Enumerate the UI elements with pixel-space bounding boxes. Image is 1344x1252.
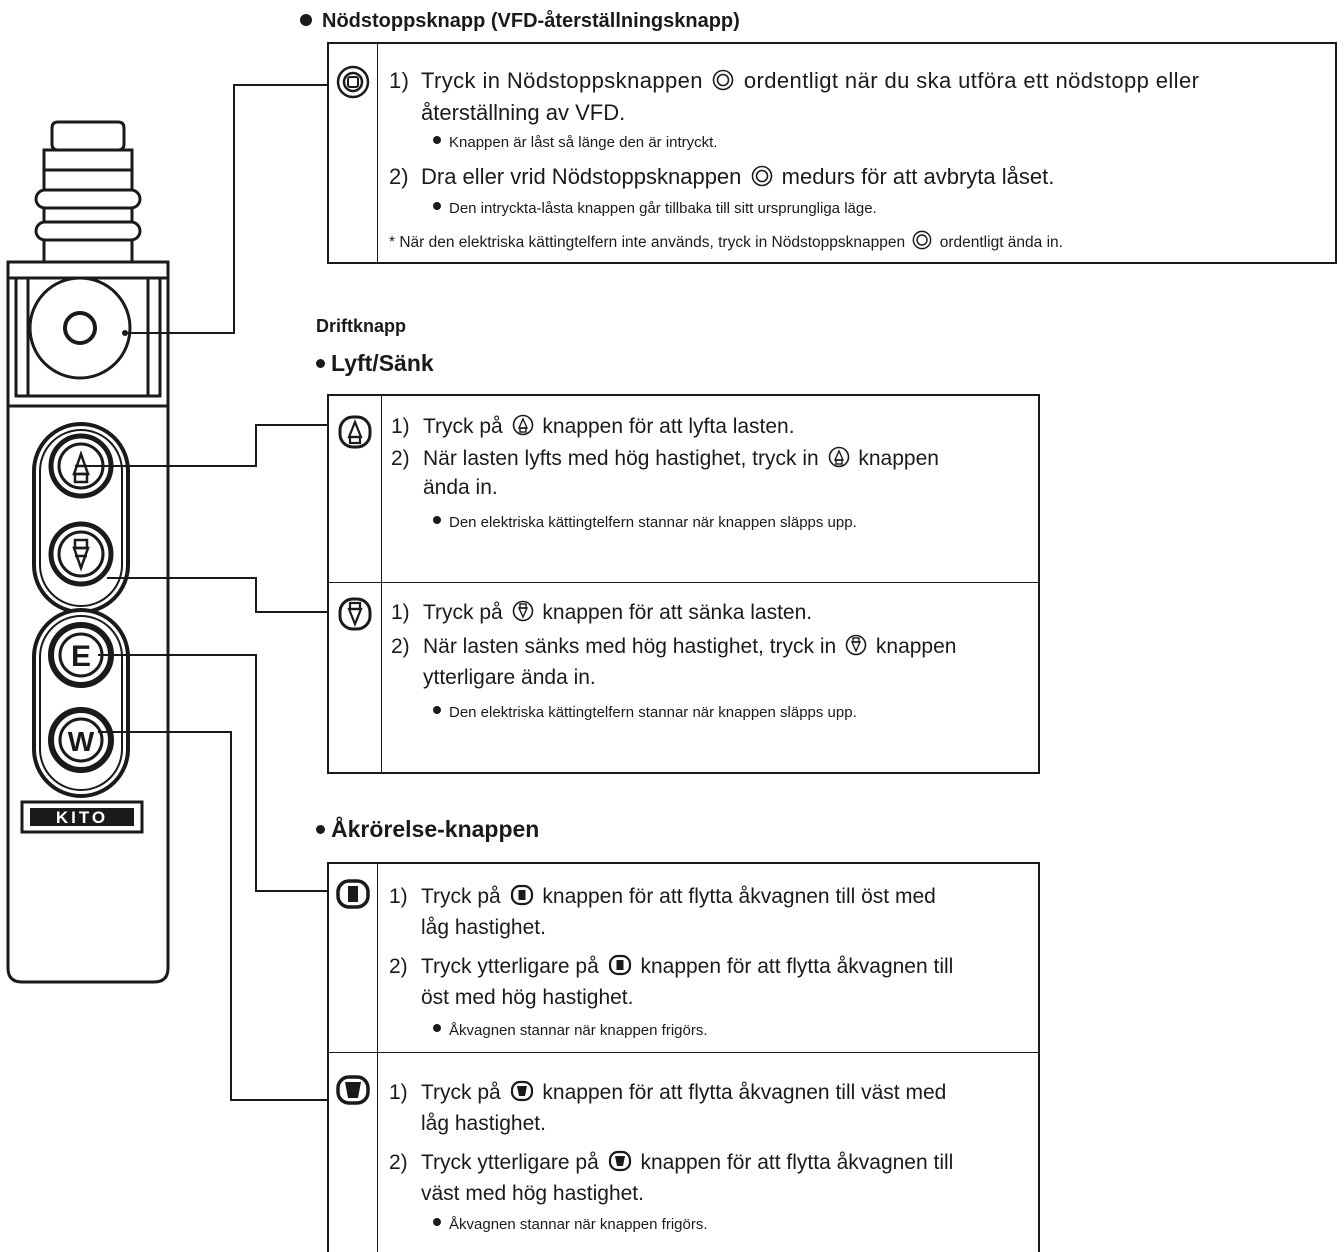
up-inline-icon: [828, 446, 850, 474]
operation-heading: Driftknapp: [316, 316, 406, 336]
pendant-hoist-buttons: [32, 422, 130, 614]
up-inline-icon: [512, 414, 534, 442]
down-inline-icon: [512, 600, 534, 628]
east-inline-icon: [510, 884, 534, 912]
pendant-cable-grip: [34, 120, 142, 264]
pendant-w-label: W: [68, 726, 95, 757]
emergency-item1-line2: återställning av VFD.: [421, 100, 626, 125]
east-note: Åkvagnen stannar när knappen frigörs.: [433, 1022, 708, 1039]
pendant-e-label: E: [71, 640, 91, 673]
bullet-icon: [300, 14, 312, 26]
trolley-panel: 1)Tryck på knappen för att flytta åkvagn…: [327, 862, 1040, 1252]
hoist-heading: Lyft/Sänk: [316, 350, 434, 377]
hoist-panel: 1)Tryck på knappen för att lyfta lasten.…: [327, 394, 1040, 774]
west-button-icon: [335, 1074, 371, 1111]
emergency-item1-line1: 1)Tryck in Nödstoppsknappen ordentligt n…: [389, 68, 1199, 97]
down-arrow-button-icon: [337, 596, 373, 637]
pendant-trolley-buttons: [32, 608, 130, 798]
emergency-panel: 1)Tryck in Nödstoppsknappen ordentligt n…: [327, 42, 1337, 264]
up-arrow-button-icon: [337, 414, 373, 455]
east-button-icon: [335, 878, 371, 915]
west-inline-icon: [608, 1150, 632, 1178]
brand-logo: KITO: [56, 808, 108, 827]
up-item2-cont: ända in.: [423, 476, 498, 499]
stop-button-icon: [335, 64, 371, 105]
connector-lines: [86, 84, 327, 1101]
west-item2: 2)Tryck ytterligare på knappen för att f…: [389, 1150, 953, 1178]
down-note: Den elektriska kättingtelfern stannar nä…: [433, 704, 857, 721]
west-item1-cont: låg hastighet.: [421, 1112, 546, 1135]
east-item2: 2)Tryck ytterligare på knappen för att f…: [389, 954, 953, 982]
down-item1: 1)Tryck på knappen för att sänka lasten.: [391, 600, 812, 628]
stop-inline-icon: [912, 230, 932, 255]
west-item1: 1)Tryck på knappen för att flytta åkvagn…: [389, 1080, 946, 1108]
up-item1: 1)Tryck på knappen för att lyfta lasten.: [391, 414, 795, 442]
east-inline-icon: [608, 954, 632, 982]
west-note: Åkvagnen stannar när knappen frigörs.: [433, 1216, 708, 1233]
down-item2-cont: ytterligare ända in.: [423, 666, 596, 689]
stop-inline-icon: [751, 165, 773, 193]
down-inline-icon: [845, 634, 867, 662]
west-inline-icon: [510, 1080, 534, 1108]
east-item2-cont: öst med hög hastighet.: [421, 986, 634, 1009]
east-item1: 1)Tryck på knappen för att flytta åkvagn…: [389, 884, 936, 912]
trolley-heading: Åkrörelse-knappen: [316, 816, 539, 843]
east-item1-cont: låg hastighet.: [421, 916, 546, 939]
pendant-brand-plate: KITO: [20, 800, 144, 834]
emergency-item1-note: Knappen är låst så länge den är intryckt…: [433, 134, 718, 151]
emergency-footnote: * När den elektriska kättingtelfern inte…: [389, 230, 1063, 255]
emergency-item2: 2)Dra eller vrid Nödstoppsknappen medurs…: [389, 164, 1054, 193]
emergency-item2-note: Den intryckta-låsta knappen går tillbaka…: [433, 200, 877, 217]
emergency-heading-text: Nödstoppsknapp (VFD-återställningsknapp): [322, 10, 740, 32]
up-item2: 2)När lasten lyfts med hög hastighet, tr…: [391, 446, 939, 474]
down-item2: 2)När lasten sänks med hög hastighet, tr…: [391, 634, 956, 662]
emergency-heading: Nödstoppsknapp (VFD-återställningsknapp): [300, 10, 740, 33]
stop-inline-icon: [712, 69, 734, 97]
pendant-stop-button: [28, 276, 132, 380]
west-item2-cont: väst med hög hastighet.: [421, 1182, 644, 1205]
up-note: Den elektriska kättingtelfern stannar nä…: [433, 514, 857, 531]
